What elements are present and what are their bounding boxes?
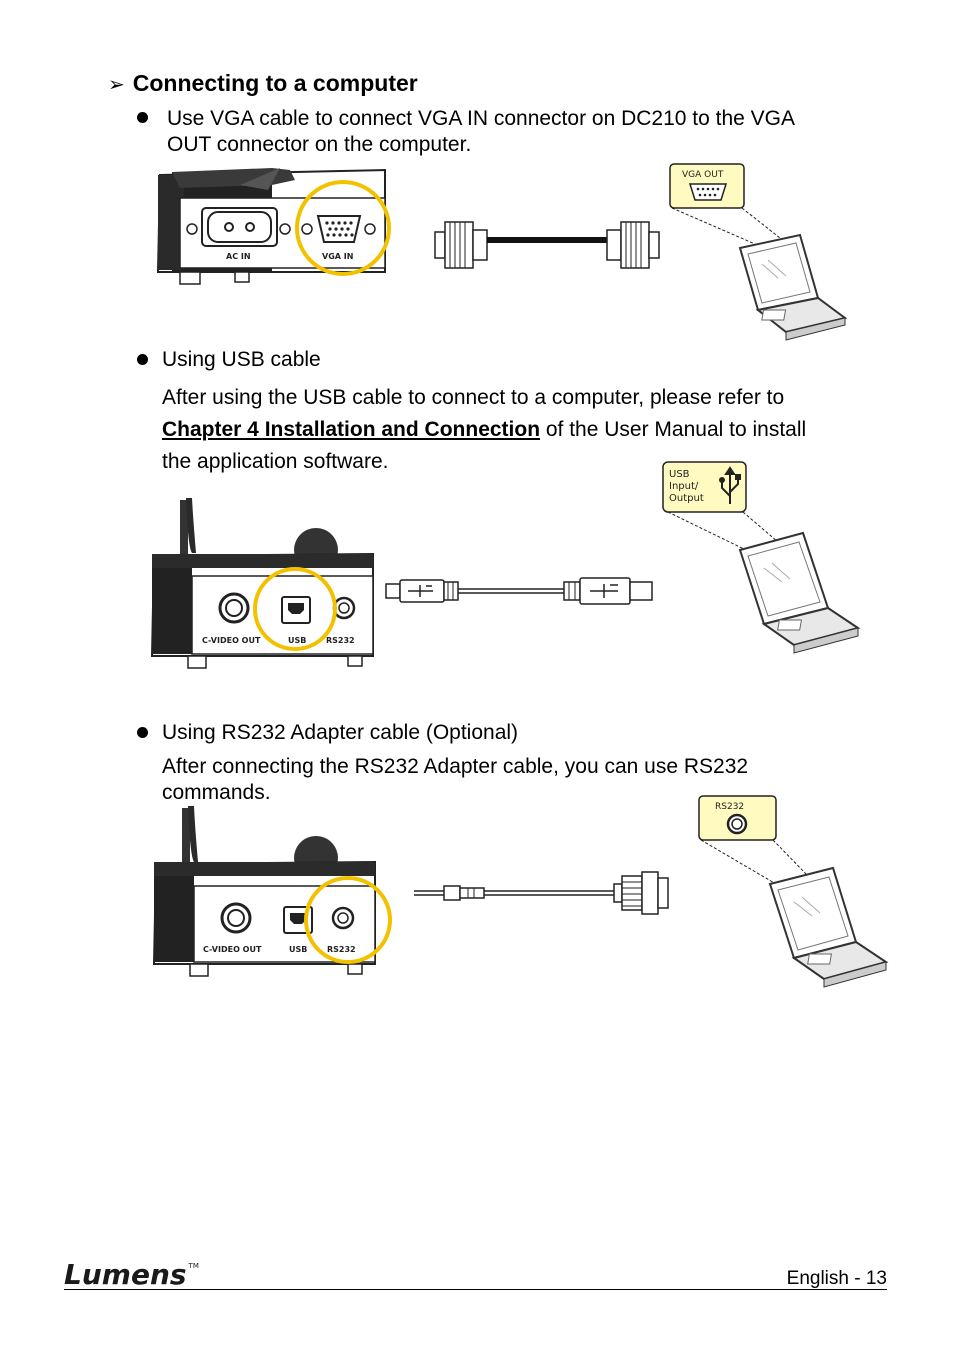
device-rear-panel: C-VIDEO OUT USB RS232 bbox=[150, 498, 374, 669]
trademark-mark: TM bbox=[188, 1262, 199, 1270]
usb-para-line2: Chapter 4 Installation and Connection of… bbox=[162, 414, 882, 446]
usb-symbol-icon bbox=[719, 466, 741, 504]
vga-in-highlight bbox=[295, 180, 391, 276]
c-video-out-label: C-VIDEO OUT bbox=[202, 636, 261, 645]
usb-port-label: USB bbox=[288, 636, 306, 645]
vga-in-label: VGA IN bbox=[322, 252, 353, 261]
usb-port-highlight bbox=[253, 567, 337, 651]
bullet-dot-icon bbox=[137, 727, 148, 738]
usb-port-label: USB bbox=[289, 945, 307, 954]
usb-cable bbox=[385, 577, 653, 605]
ac-in-label: AC IN bbox=[226, 252, 251, 261]
section-heading: ➢ Connecting to a computer bbox=[108, 70, 418, 97]
usb-para-line3: the application software. bbox=[162, 450, 389, 473]
usb-callout-line2: Input/ bbox=[669, 481, 699, 492]
usb-callout-line3: Output bbox=[669, 493, 704, 504]
rs232-connection-illustration: C-VIDEO OUT USB RS232 RS232 bbox=[152, 795, 889, 988]
rs232-para-line1: After connecting the RS232 Adapter cable… bbox=[162, 755, 749, 778]
c-video-out-label: C-VIDEO OUT bbox=[203, 945, 262, 954]
laptop-illustration bbox=[738, 233, 848, 341]
lumens-logo-text: Lumens bbox=[64, 1258, 187, 1291]
laptop-illustration bbox=[768, 866, 889, 988]
laptop-illustration bbox=[738, 531, 861, 654]
vga-cable bbox=[434, 221, 660, 269]
vga-out-callout: VGA OUT bbox=[669, 163, 781, 245]
usb-callout: USB Input/ Output bbox=[662, 461, 779, 551]
rs232-port-label: RS232 bbox=[326, 636, 355, 645]
bullet-dot-icon bbox=[137, 112, 148, 123]
vga-instruction-line1: Use VGA cable to connect VGA IN connecto… bbox=[167, 107, 796, 130]
vga-connection-illustration: AC IN VGA IN VGA OUT bbox=[156, 163, 848, 341]
section-title: Connecting to a computer bbox=[132, 70, 418, 96]
device-rear-panel: C-VIDEO OUT USB RS232 bbox=[152, 806, 376, 977]
vga-instruction-line2: OUT connector on the computer. bbox=[167, 133, 472, 156]
rs232-port-label: RS232 bbox=[327, 945, 356, 954]
usb-paragraph: After using the USB cable to connect to … bbox=[162, 382, 882, 478]
rs232-title: Using RS232 Adapter cable (Optional) bbox=[162, 721, 519, 744]
usb-connection-illustration: C-VIDEO OUT USB RS232 USB Input/ Output bbox=[150, 461, 861, 669]
arrow-bullet-icon: ➢ bbox=[108, 74, 125, 96]
rs232-para-line2: commands. bbox=[162, 781, 271, 804]
usb-para-line1: After using the USB cable to connect to … bbox=[162, 386, 785, 409]
bullet-dot-icon bbox=[137, 354, 148, 365]
rs232-callout: RS232 bbox=[698, 795, 809, 885]
footer-divider bbox=[64, 1289, 887, 1290]
rs232-callout-label: RS232 bbox=[715, 802, 744, 812]
usb-title: Using USB cable bbox=[162, 348, 321, 371]
page-number: English - 13 bbox=[786, 1268, 887, 1289]
rs232-adapter-cable bbox=[414, 871, 669, 915]
usb-para-after-link: of the User Manual to install bbox=[540, 418, 807, 441]
chapter-4-link[interactable]: Chapter 4 Installation and Connection bbox=[162, 418, 541, 441]
vga-out-label: VGA OUT bbox=[682, 170, 724, 180]
device-rear-panel: AC IN VGA IN bbox=[156, 168, 386, 285]
rs232-port-highlight bbox=[304, 876, 392, 964]
usb-callout-line1: USB bbox=[669, 469, 690, 480]
